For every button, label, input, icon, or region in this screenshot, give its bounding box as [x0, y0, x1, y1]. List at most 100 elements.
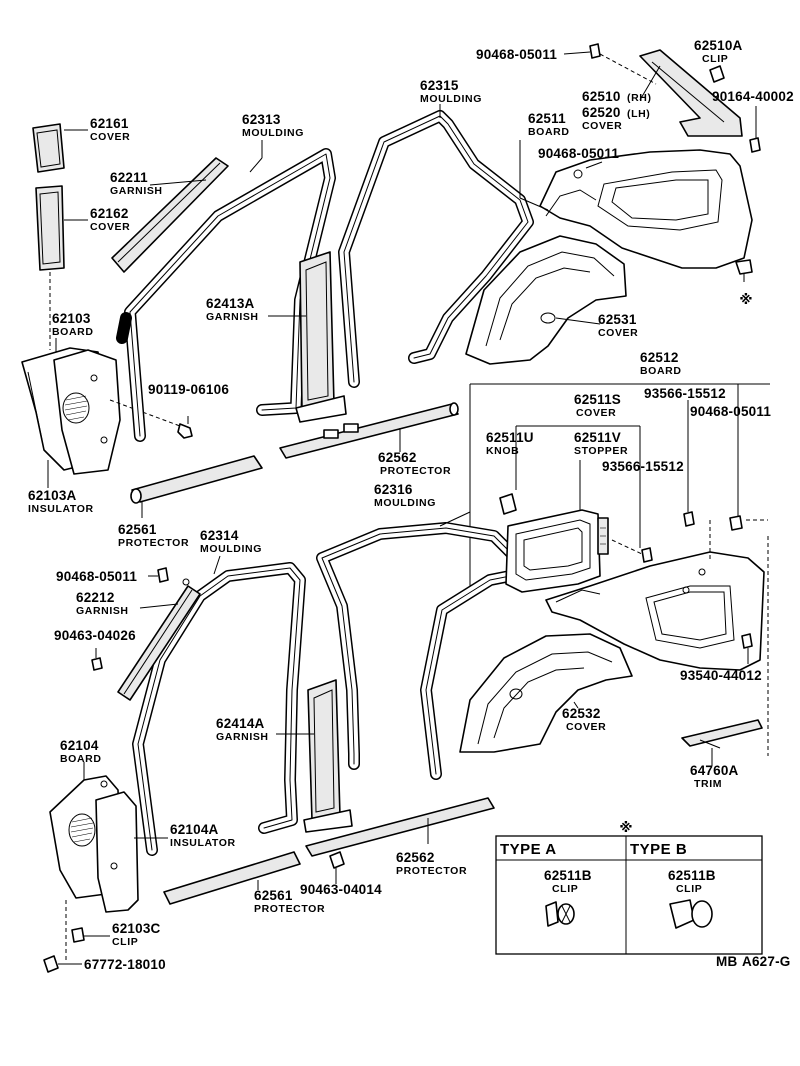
- label-62313-name: MOULDING: [242, 127, 304, 139]
- garnish-62211-drawing: [111, 157, 229, 273]
- clip-90468c-drawing: [729, 515, 743, 531]
- screw-90119-drawing: [109, 399, 193, 439]
- label-62561-upper-number: 62561: [118, 522, 157, 537]
- garnish-62212-drawing: [117, 578, 201, 701]
- cover-62532-drawing: [459, 633, 633, 753]
- clip-90463b-drawing: [329, 851, 345, 884]
- label-90164-number: 90164-40002: [712, 89, 794, 104]
- label-67772-number: 67772-18010: [84, 957, 166, 972]
- label-62511s-name: COVER: [576, 407, 616, 419]
- footer-right: A627-G: [742, 954, 790, 969]
- label-62531-number: 62531: [598, 312, 637, 327]
- label-62562-lower-name: PROTECTOR: [396, 865, 467, 877]
- label-62104-name: BOARD: [60, 753, 102, 765]
- label-62510a-number: 62510A: [694, 38, 743, 53]
- moulding-62315-drawing: [338, 104, 534, 388]
- screw-93566a-drawing: [683, 511, 695, 527]
- label-62414a-number: 62414A: [216, 716, 265, 731]
- label-62510-number: 62510: [582, 89, 621, 104]
- label-62511v-number: 62511V: [574, 430, 621, 445]
- label-93540-number: 93540-44012: [680, 668, 762, 683]
- screw-90164-drawing: [749, 106, 761, 153]
- label-62511s-number: 62511S: [574, 392, 621, 407]
- type-box: TYPE A TYPE B 62511B CLIP 62511B CLIP: [495, 835, 763, 955]
- label-62104-number: 62104: [60, 738, 99, 753]
- label-62520-side: (LH): [627, 108, 650, 120]
- label-62103-number: 62103: [52, 311, 91, 326]
- label-62103-name: BOARD: [52, 326, 94, 338]
- label-62511v-name: STOPPER: [574, 445, 628, 457]
- label-62162-number: 62162: [90, 206, 129, 221]
- label-90468-lowerleft-number: 90468-05011: [56, 569, 137, 584]
- type-a-clip-drawing: [545, 901, 575, 927]
- label-62103a-number: 62103A: [28, 488, 77, 503]
- type-b-clip-drawing: [669, 899, 713, 929]
- label-90468-top-number: 90468-05011: [476, 47, 557, 62]
- label-62510a-name: CLIP: [702, 53, 728, 65]
- label-90119-number: 90119-06106: [148, 382, 229, 397]
- protector-62561-lower-drawing: [163, 851, 301, 905]
- moulding-62313-drawing: [116, 140, 336, 442]
- clip-90468-top-drawing: [563, 43, 657, 85]
- label-62562-upper-number: 62562: [378, 450, 417, 465]
- label-62316-number: 62316: [374, 482, 413, 497]
- protector-62561-upper-drawing: [130, 455, 263, 518]
- label-62161-number: 62161: [90, 116, 129, 131]
- cover-62511s-drawing: [505, 509, 601, 593]
- label-62413a-name: GARNISH: [206, 311, 259, 323]
- label-62532-number: 62532: [562, 706, 601, 721]
- label-62561-lower-number: 62561: [254, 888, 293, 903]
- cover-62510-drawing: [639, 49, 743, 137]
- label-62104a-number: 62104A: [170, 822, 219, 837]
- label-62315-name: MOULDING: [420, 93, 482, 105]
- label-62512-name: BOARD: [640, 365, 682, 377]
- protector-62562-lower-drawing: [305, 797, 495, 857]
- cover-62531-drawing: [465, 235, 627, 365]
- clip-board-drawing: [735, 259, 753, 282]
- footer-left: MB: [716, 954, 737, 969]
- cover-62161-drawing: [32, 123, 88, 173]
- label-62212-name: GARNISH: [76, 605, 129, 617]
- label-62314-name: MOULDING: [200, 543, 262, 555]
- clip-90468d-drawing: [148, 567, 169, 583]
- label-64760a-number: 64760A: [690, 763, 739, 778]
- garnish-62413a-drawing: [268, 251, 347, 423]
- moulding-62316-drawing: [316, 511, 536, 780]
- label-62103c-number: 62103C: [112, 921, 161, 936]
- label-93566-upper-number: 93566-15512: [644, 386, 726, 401]
- label-90463-lower-number: 90463-04014: [300, 882, 382, 897]
- clip-90463a-drawing: [91, 648, 103, 671]
- label-62562-upper-name: PROTECTOR: [380, 465, 451, 477]
- knob-62511u-drawing: [499, 493, 517, 515]
- label-62313-number: 62313: [242, 112, 281, 127]
- note-mark-box: ※: [619, 820, 632, 835]
- label-62162-name: COVER: [90, 221, 130, 233]
- cover-62162-drawing: [35, 185, 88, 271]
- trim-64760a-drawing: [681, 719, 763, 766]
- label-62511-name: BOARD: [528, 126, 570, 138]
- label-62211-name: GARNISH: [110, 185, 163, 197]
- label-62510-side: (RH): [627, 92, 652, 104]
- screw-93540-drawing: [741, 633, 753, 664]
- clip-67772-drawing: [43, 955, 82, 973]
- label-62511u-number: 62511U: [486, 430, 534, 445]
- label-62520-name: COVER: [582, 120, 622, 132]
- label-62520-number: 62520: [582, 105, 621, 120]
- label-90468-second-number: 90468-05011: [538, 146, 619, 161]
- label-62103c-name: CLIP: [112, 936, 138, 948]
- label-90463-upper-number: 90463-04026: [54, 628, 136, 643]
- type-b-part-number: 62511B: [668, 868, 716, 883]
- moulding-62314-drawing: [132, 555, 306, 856]
- type-a-part-number: 62511B: [544, 868, 592, 883]
- label-62561-upper-name: PROTECTOR: [118, 537, 189, 549]
- type-b-part-name: CLIP: [676, 883, 702, 895]
- board-62103-drawing: [21, 338, 121, 488]
- garnish-62414a-drawing: [276, 679, 353, 833]
- label-64760a-name: TRIM: [694, 778, 722, 790]
- label-62413a-number: 62413A: [206, 296, 255, 311]
- board-62104-drawing: [49, 762, 168, 913]
- label-62314-number: 62314: [200, 528, 239, 543]
- label-62211-number: 62211: [110, 170, 148, 185]
- label-62561-lower-name: PROTECTOR: [254, 903, 325, 915]
